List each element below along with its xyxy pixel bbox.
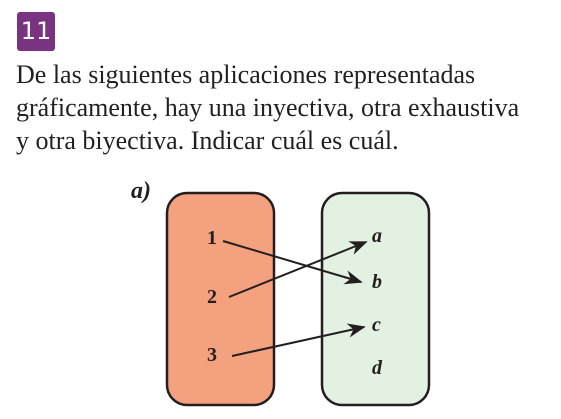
domain-set-box bbox=[165, 191, 276, 407]
codomain-element-c: c bbox=[372, 314, 381, 336]
codomain-element-a: a bbox=[372, 225, 382, 247]
statement-line-2: gráficamente, hay una inyectiva, otra ex… bbox=[16, 93, 520, 122]
statement-line-1: De las siguientes aplicaciones represent… bbox=[16, 60, 476, 89]
arrow-3-to-c bbox=[231, 323, 366, 357]
part-a-label: a) bbox=[131, 178, 151, 204]
domain-element-3: 3 bbox=[207, 344, 217, 366]
exercise-number-badge: 11 bbox=[17, 12, 55, 51]
codomain-element-d: d bbox=[372, 357, 383, 379]
codomain-element-b: b bbox=[372, 271, 382, 293]
domain-element-1: 1 bbox=[207, 227, 217, 249]
domain-element-2: 2 bbox=[207, 286, 217, 308]
mapping-arrows bbox=[222, 240, 368, 357]
exercise-statement: De las siguientes aplicaciones represent… bbox=[16, 58, 556, 157]
arrow-2-to-a bbox=[228, 241, 368, 298]
statement-line-3: y otra biyectiva. Indicar cuál es cuál. bbox=[16, 126, 399, 155]
arrow-1-to-b bbox=[222, 240, 363, 285]
